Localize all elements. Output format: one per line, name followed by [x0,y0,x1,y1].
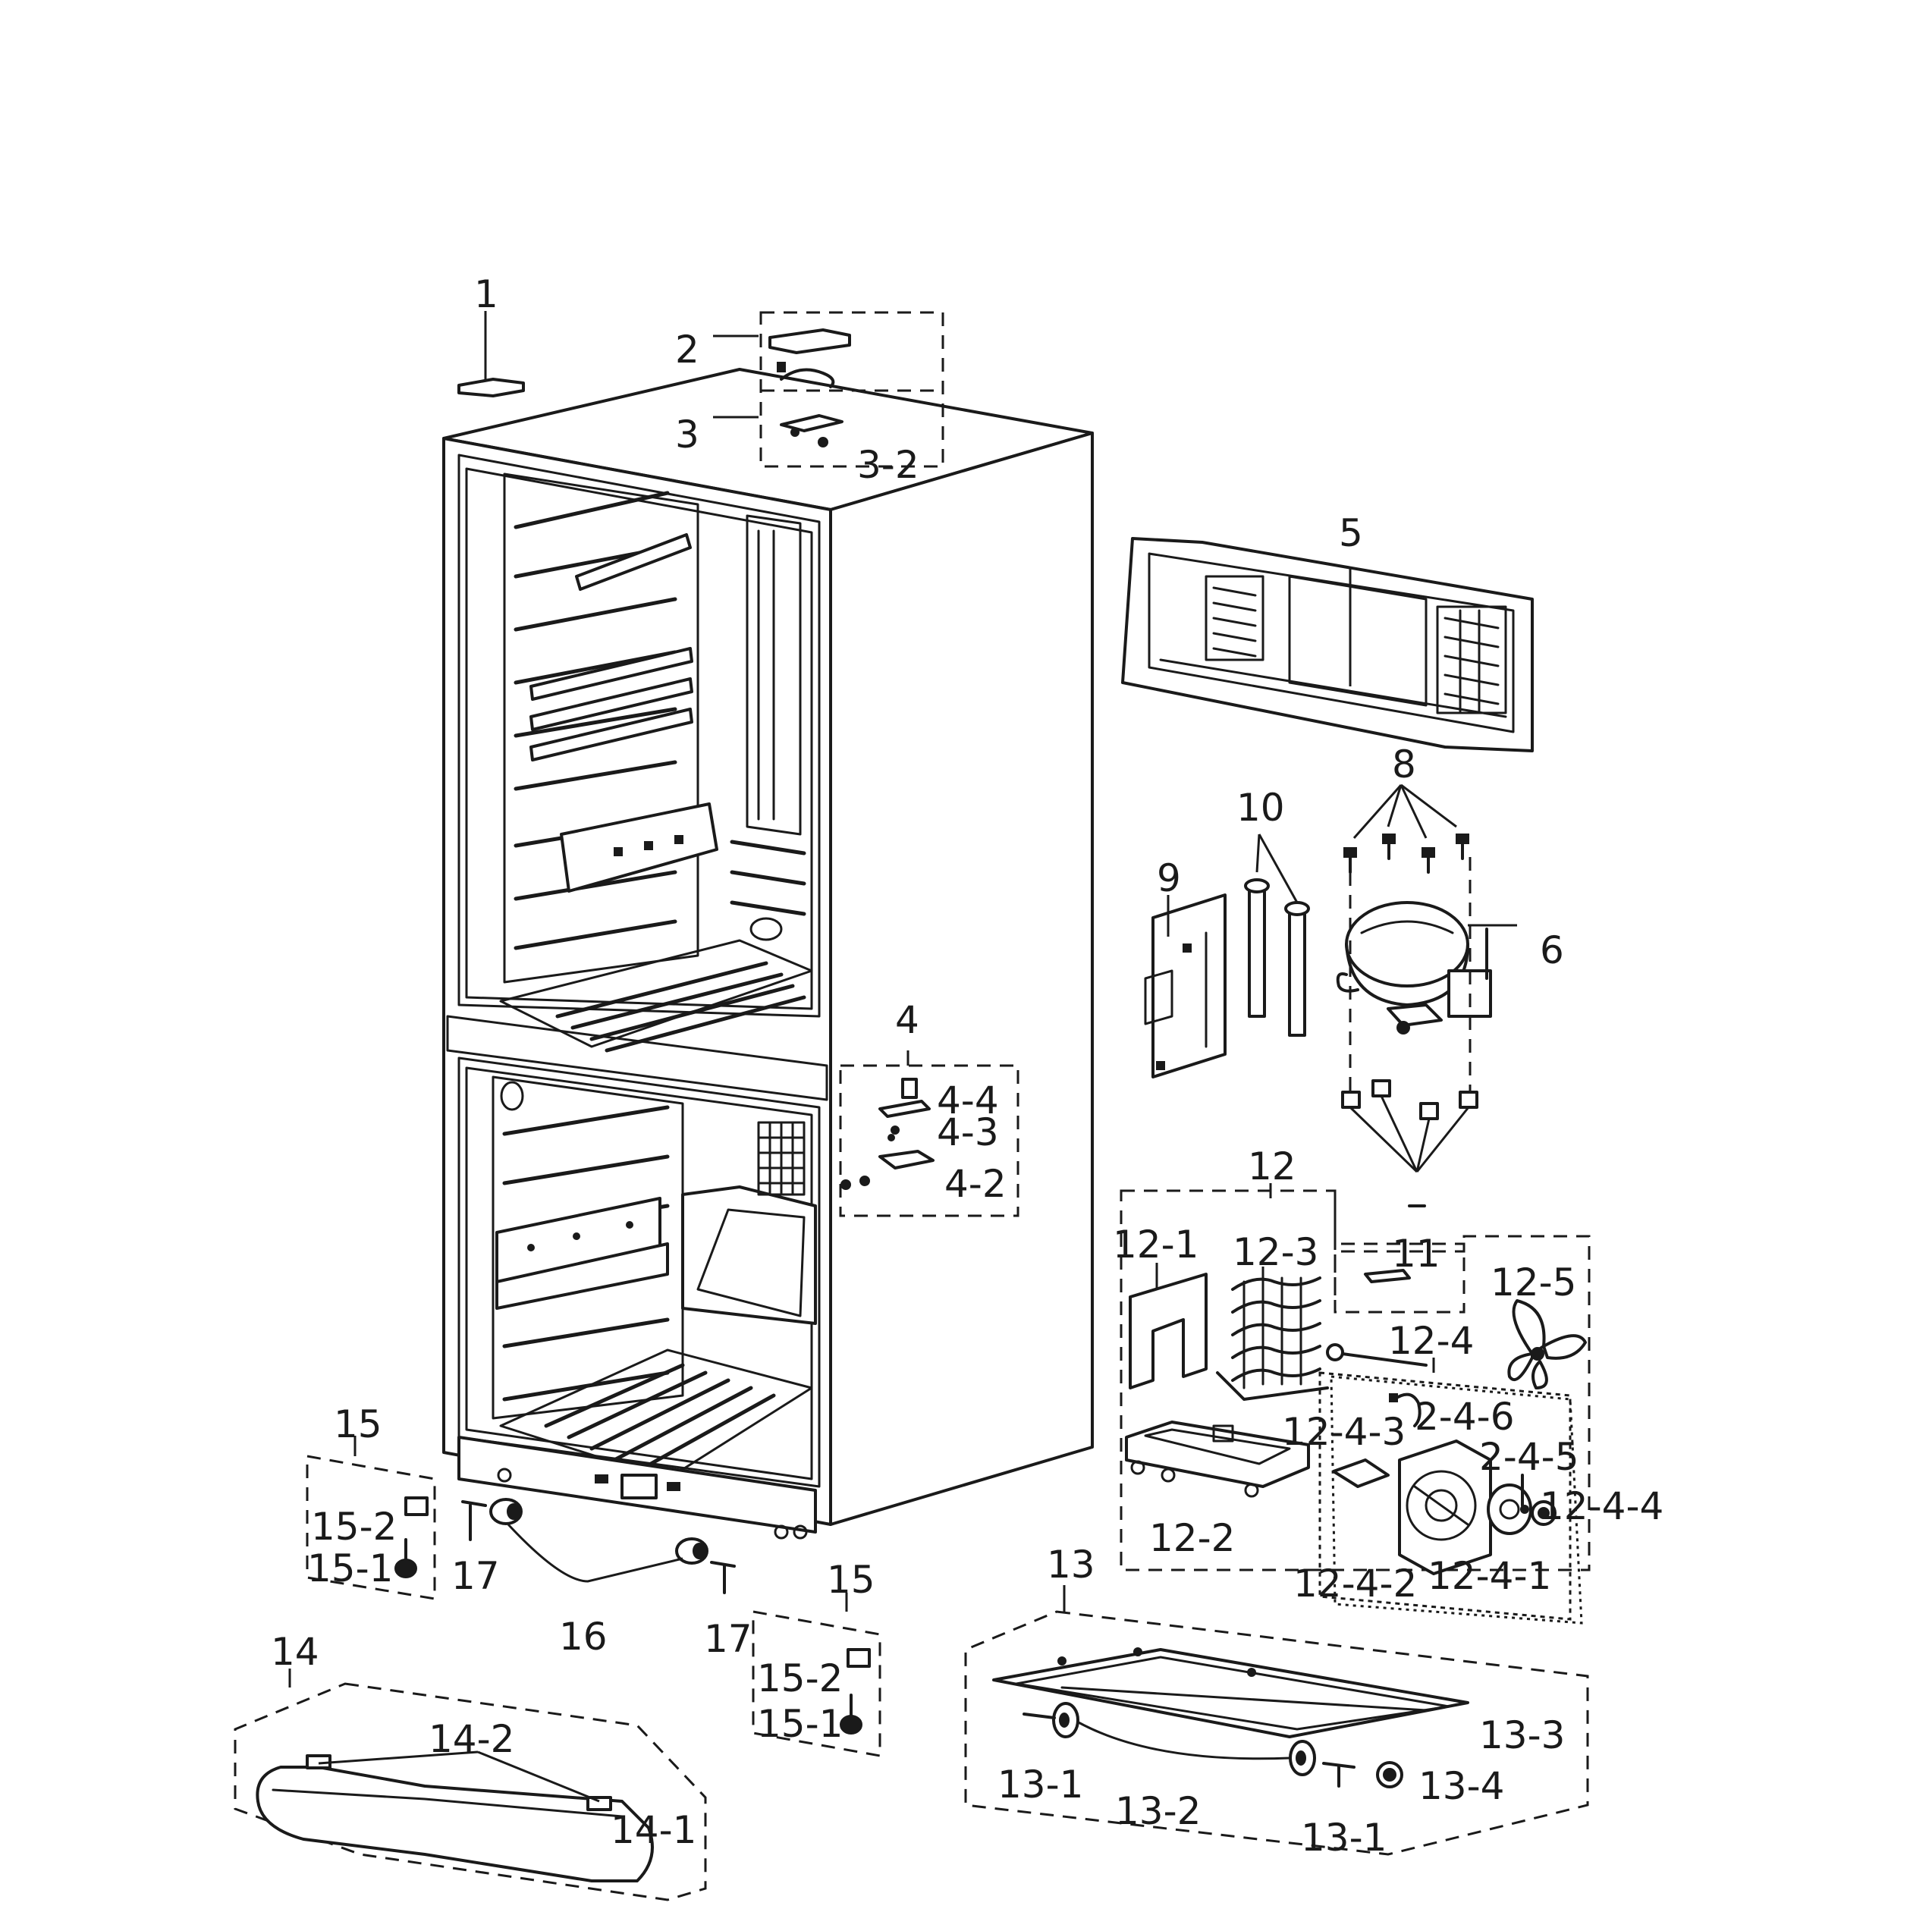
callout-labels: 1 2 3 3-2 4 4-4 4-3 4-2 5 6 8 9 10 11 12… [271,272,1663,1860]
label-part-2: 2 [675,328,699,372]
label-part-3-2: 3-2 [857,443,919,487]
part-9-relay-bracket [1144,893,1227,1078]
label-part-12-4-3: 12-4-3 [1282,1410,1406,1454]
label-part-12-4-2: 12-4-2 [1293,1562,1417,1606]
part-15-right-leveling-foot [752,1593,881,1757]
part-13-base-plate-group [964,1585,1589,1856]
label-part-14: 14 [271,1630,319,1674]
label-part-4-4: 4-4 [937,1078,999,1122]
label-part-13-1-right: 13-1 [1301,1816,1387,1860]
label-part-9: 9 [1157,856,1181,900]
bolt-4 [1456,834,1469,860]
grommet-2 [1371,1079,1391,1097]
label-part-15-1-right: 15-1 [757,1702,843,1746]
label-part-12-4-4: 12-4-4 [1540,1484,1663,1528]
upper-compartment-interior [499,473,813,1053]
cabinet-body [442,368,1094,1526]
label-part-4: 4 [895,998,919,1042]
part-15-left-leveling-foot [306,1436,436,1600]
label-part-15-2-right: 15-2 [757,1656,843,1700]
grommet-3 [1419,1102,1439,1120]
label-part-14-2: 14-2 [429,1717,514,1761]
label-part-12-4-6: 2-4-6 [1415,1395,1515,1439]
label-part-12-4-5: 2-4-5 [1479,1435,1579,1479]
label-part-10: 10 [1236,786,1285,830]
part-5-rear-cover-panel [1121,537,1534,752]
evaporator-coil [1216,1276,1329,1401]
part-17-pins [461,1500,736,1594]
label-part-13-2: 13-2 [1115,1789,1201,1833]
bolt-1 [1343,847,1357,874]
part-14-base-grille-group [234,1669,707,1901]
label-part-15-1-left: 15-1 [307,1546,393,1590]
grommet-4 [1459,1091,1478,1109]
label-part-12-4: 12-4 [1388,1319,1474,1363]
label-part-13-3: 13-3 [1479,1713,1565,1757]
cabinet-base [457,1436,817,1540]
part-2-3-top-hinge-group [713,311,944,468]
label-part-5: 5 [1339,511,1363,555]
label-part-11: 11 [1392,1232,1440,1276]
label-part-12: 12 [1248,1144,1296,1188]
part-12-evaporator-group [1120,1183,1591,1625]
label-part-12-1: 12-1 [1113,1223,1198,1267]
label-part-8: 8 [1392,743,1416,786]
roller-left [1052,1702,1079,1738]
part-1-top-cap [457,311,525,397]
label-part-12-5: 12-5 [1491,1261,1576,1304]
label-part-3: 3 [675,413,699,457]
roller-right [1289,1740,1316,1776]
lower-compartment-interior [492,1075,817,1480]
label-part-4-2: 4-2 [944,1162,1007,1206]
label-part-1: 1 [474,272,498,316]
label-part-15-left: 15 [334,1402,382,1446]
label-part-13-4: 13-4 [1418,1764,1504,1808]
part-16-front-rollers [489,1498,708,1583]
part-8-bolts-and-grommets [1341,783,1478,1207]
label-part-12-3: 12-3 [1233,1230,1318,1274]
label-part-13-1-left: 13-1 [997,1763,1083,1807]
part-10-tubes [1244,834,1310,1037]
label-part-12-4-1: 12-4-1 [1428,1554,1551,1598]
part-4-middle-hinge-group [839,1050,1019,1217]
label-part-14-1: 14-1 [611,1808,696,1852]
label-part-15-right: 15 [827,1558,875,1602]
label-part-17-left: 17 [451,1554,500,1598]
label-part-15-2-left: 15-2 [311,1505,397,1549]
label-part-12-2: 12-2 [1149,1516,1235,1560]
label-part-4-3: 4-3 [937,1110,999,1154]
bolt-2 [1382,834,1396,860]
label-part-6: 6 [1540,928,1564,972]
part-6-compressor [1336,901,1517,1034]
fan-blade [1507,1299,1587,1389]
label-part-16: 16 [559,1615,608,1659]
label-part-13: 13 [1047,1543,1095,1587]
grommet-1 [1341,1091,1361,1109]
bolt-3 [1422,847,1435,874]
part-11-fuse [1364,1269,1411,1283]
label-part-17-right: 17 [704,1617,752,1661]
